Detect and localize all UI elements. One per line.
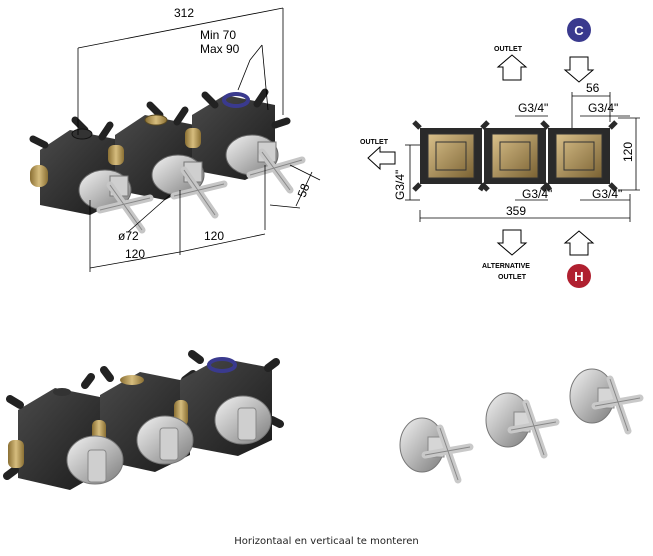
hot-badge: H [567,264,591,288]
outlet-label-left: OUTLET [360,139,389,146]
trim-2 [485,392,560,459]
handle-1 [78,169,154,234]
alt-outlet-arrow [496,229,528,256]
cold-inlet-arrow [563,56,595,83]
dim-thread-left: G3/4" [393,170,407,200]
dim-projection: 58 [295,181,313,199]
plan-body-3 [540,120,618,192]
dim-thread-bottom-right: G3/4" [592,187,622,201]
plan-dimension-lines [405,92,640,222]
dim-height: 120 [621,142,635,162]
dim-overall: 312 [174,6,194,20]
render-handle-1 [66,435,124,485]
handle-3 [225,134,306,194]
render-handle-3 [214,395,272,445]
plan-view: C H [360,18,640,288]
dim-thread-top-right: G3/4" [588,101,618,115]
alt-outlet-label-2: OUTLET [498,274,527,281]
cold-badge-label: C [574,23,584,38]
alt-outlet-label-1: ALTERNATIVE [482,263,530,270]
dimension-lines [77,7,321,272]
outlet-arrow-left [367,145,396,171]
dim-min-depth: Min 70 [200,28,236,42]
trim-3 [569,368,644,435]
dim-width: 359 [506,204,526,218]
handle-2 [151,154,228,219]
plan-body-1 [412,120,490,192]
hot-inlet-arrow [563,230,595,256]
render-handle-2 [136,415,194,465]
dim-diameter: ø72 [118,229,139,243]
dim-max-depth: Max 90 [200,42,240,56]
outlet-arrow-top [496,54,528,81]
cold-badge: C [567,18,591,42]
dim-thread-bottom-mid: G3/4" [522,187,552,201]
perspective-view: 312 Min 70 Max 90 ø72 120 120 58 [29,6,321,272]
product-render-trim [399,368,644,484]
trim-1 [399,417,474,484]
caption: Horizontaal en verticaal te monteren [234,536,419,547]
product-render-assembly [3,350,284,490]
dim-thread-top-mid: G3/4" [518,101,548,115]
dim-offset: 56 [586,81,600,95]
plan-body-2 [477,128,553,192]
dim-spacing-right: 120 [204,229,224,243]
outlet-label-top: OUTLET [494,46,523,53]
dim-spacing-left: 120 [125,247,145,261]
hot-badge-label: H [574,269,583,284]
